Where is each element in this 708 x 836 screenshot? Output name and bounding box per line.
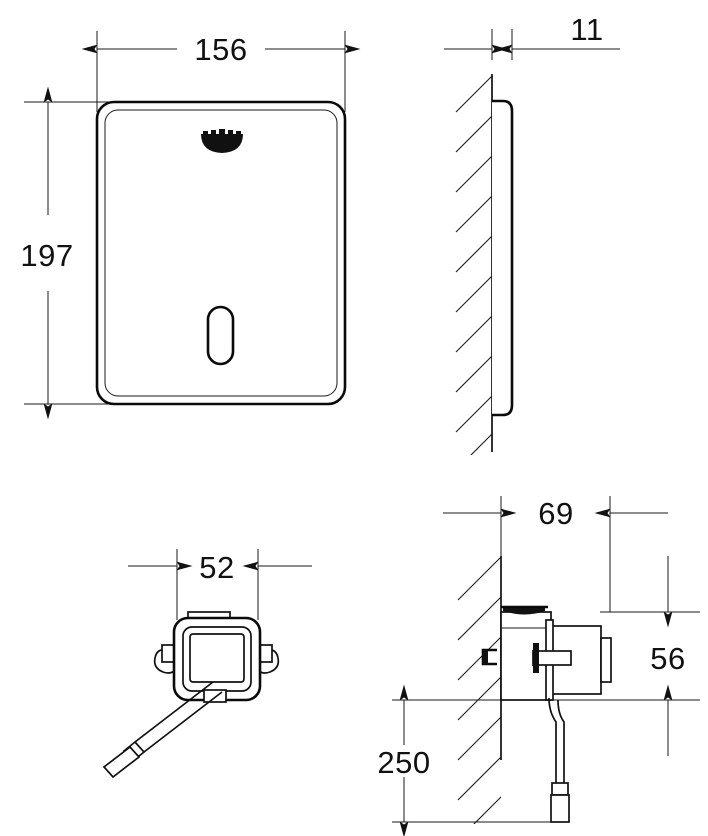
flush-plate-outline <box>95 100 347 406</box>
sensor-module-view: 52 <box>102 549 312 779</box>
sensor-cable-icon <box>102 681 223 779</box>
front-view: 156 197 <box>20 31 361 420</box>
cable-drop-right-edge <box>557 699 565 808</box>
wall-hatching-section <box>457 556 501 824</box>
sensor-window-icon <box>206 305 235 366</box>
cable-line-lower <box>143 691 223 753</box>
cable-drop-left-edge <box>548 697 557 808</box>
flush-valve-spindle-collar <box>533 643 539 673</box>
flush-plate-inner-edge <box>104 109 338 397</box>
dim-label-156: 156 <box>194 32 247 67</box>
dim-label-250: 250 <box>377 745 430 780</box>
cable-drop-sleeve <box>551 782 569 796</box>
grohe-logo-icon <box>201 129 243 153</box>
cable-drop-icon <box>548 697 570 823</box>
wall-hatching <box>455 75 492 455</box>
cable-line-upper <box>134 681 214 743</box>
cable-connector-tip <box>102 745 141 779</box>
dim-label-52: 52 <box>199 550 234 585</box>
wall-anchor-plug <box>483 650 488 664</box>
dim-label-56: 56 <box>650 641 685 676</box>
cable-drop-connector <box>550 794 570 823</box>
flush-valve-end-cap <box>600 637 612 683</box>
install-section-view: 69 56 250 <box>377 496 700 836</box>
flush-valve-cap-lip <box>503 608 545 615</box>
sensor-module-window <box>189 633 245 683</box>
side-view: 11 <box>444 12 620 455</box>
plate-side-profile <box>492 99 514 417</box>
module-cable-exit <box>203 689 227 703</box>
dim-label-197: 197 <box>20 238 73 273</box>
dim-label-11: 11 <box>570 12 603 47</box>
dim-label-69: 69 <box>538 496 573 531</box>
